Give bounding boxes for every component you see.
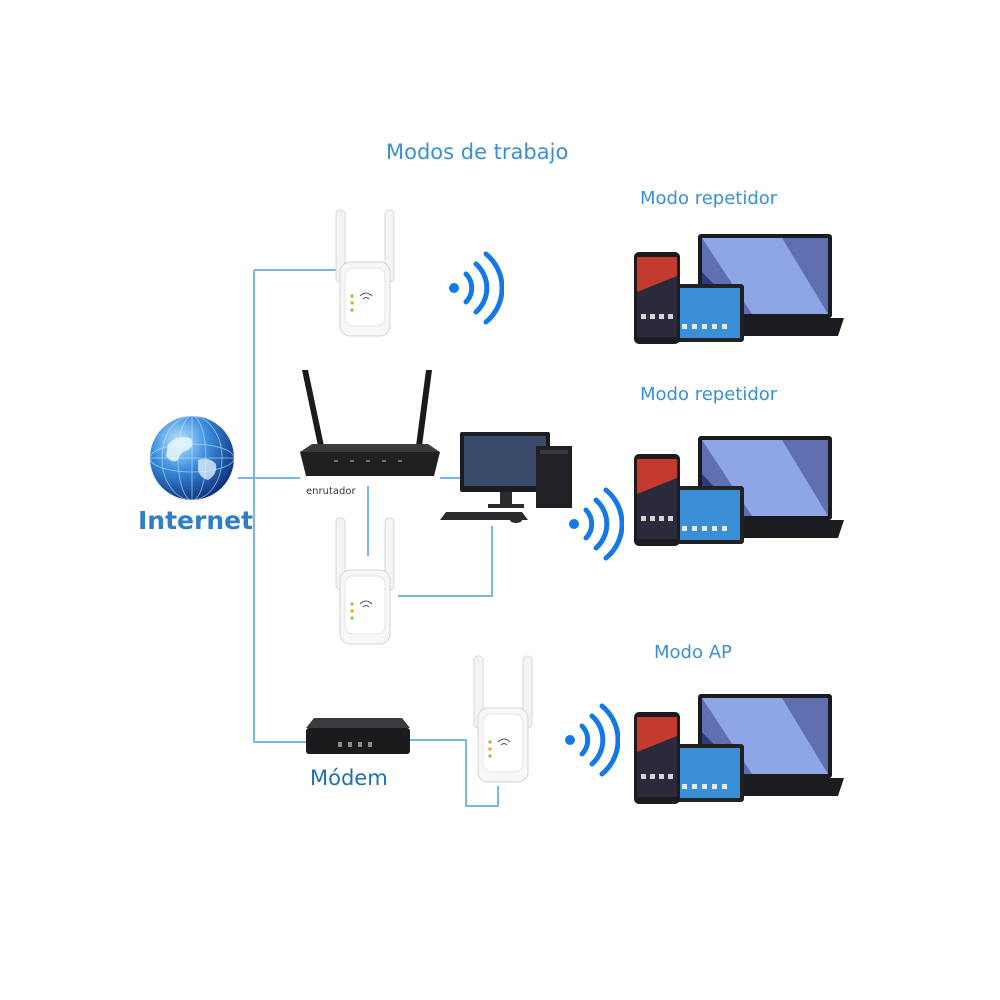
globe-icon — [149, 415, 235, 501]
device-group-icon — [634, 694, 844, 804]
mode-label-3: Modo AP — [654, 642, 732, 663]
router-label: enrutador — [306, 486, 356, 497]
modem-icon — [306, 718, 410, 754]
line-trunk — [253, 270, 310, 743]
wifi-extender-icon — [473, 655, 533, 783]
wifi-extender-icon — [335, 517, 395, 645]
wifi-signal-icon — [565, 703, 620, 777]
device-group-icon — [634, 436, 844, 546]
wifi-signal-icon — [569, 487, 624, 561]
line-modem-to-extender-3 — [408, 739, 499, 807]
router-icon — [300, 370, 440, 476]
internet-label: Internet — [138, 506, 254, 535]
line-extender-2-to-pc — [398, 526, 493, 597]
wifi-signal-icon — [449, 251, 504, 325]
device-group-icon — [634, 234, 844, 344]
mode-label-2: Modo repetidor — [640, 384, 778, 405]
wifi-extender-icon — [335, 209, 395, 337]
diagram-title: Modos de trabajo — [386, 140, 569, 164]
modem-label: Módem — [310, 766, 388, 790]
desktop-pc-icon — [440, 432, 572, 523]
mode-label-1: Modo repetidor — [640, 188, 778, 209]
